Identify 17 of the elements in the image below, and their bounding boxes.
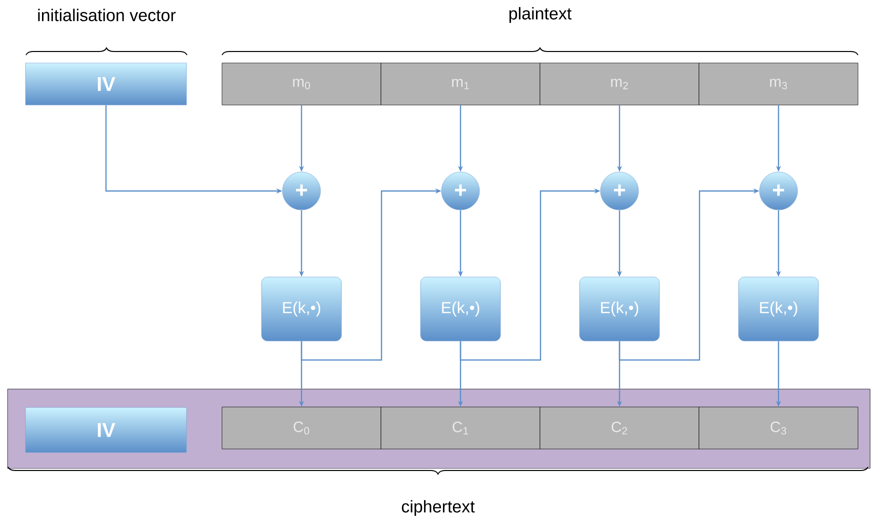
iv-box: IV: [25, 407, 187, 453]
bracket-label: plaintext: [509, 7, 572, 23]
block-cell: m$_{3}$: [698, 62, 858, 106]
bracket-label: initialisation vector: [38, 8, 176, 22]
bracket-label: ciphertext: [402, 500, 475, 516]
block-cell: m$_{2}$: [540, 62, 700, 106]
encryption-box: E(k,•): [420, 276, 501, 342]
block-cell: C$_{1}$: [380, 406, 540, 450]
iv-box: IV: [25, 62, 187, 106]
block-cell: C$_{2}$: [540, 406, 700, 450]
encryption-box: E(k,•): [579, 276, 660, 342]
block-cell: m$_{1}$: [380, 62, 540, 106]
block-cell: C$_{0}$: [222, 406, 382, 450]
encryption-box: E(k,•): [261, 276, 342, 342]
encryption-box: E(k,•): [738, 276, 819, 342]
block-cell: C$_{3}$: [698, 406, 858, 450]
block-cell: m$_{0}$: [222, 62, 382, 106]
